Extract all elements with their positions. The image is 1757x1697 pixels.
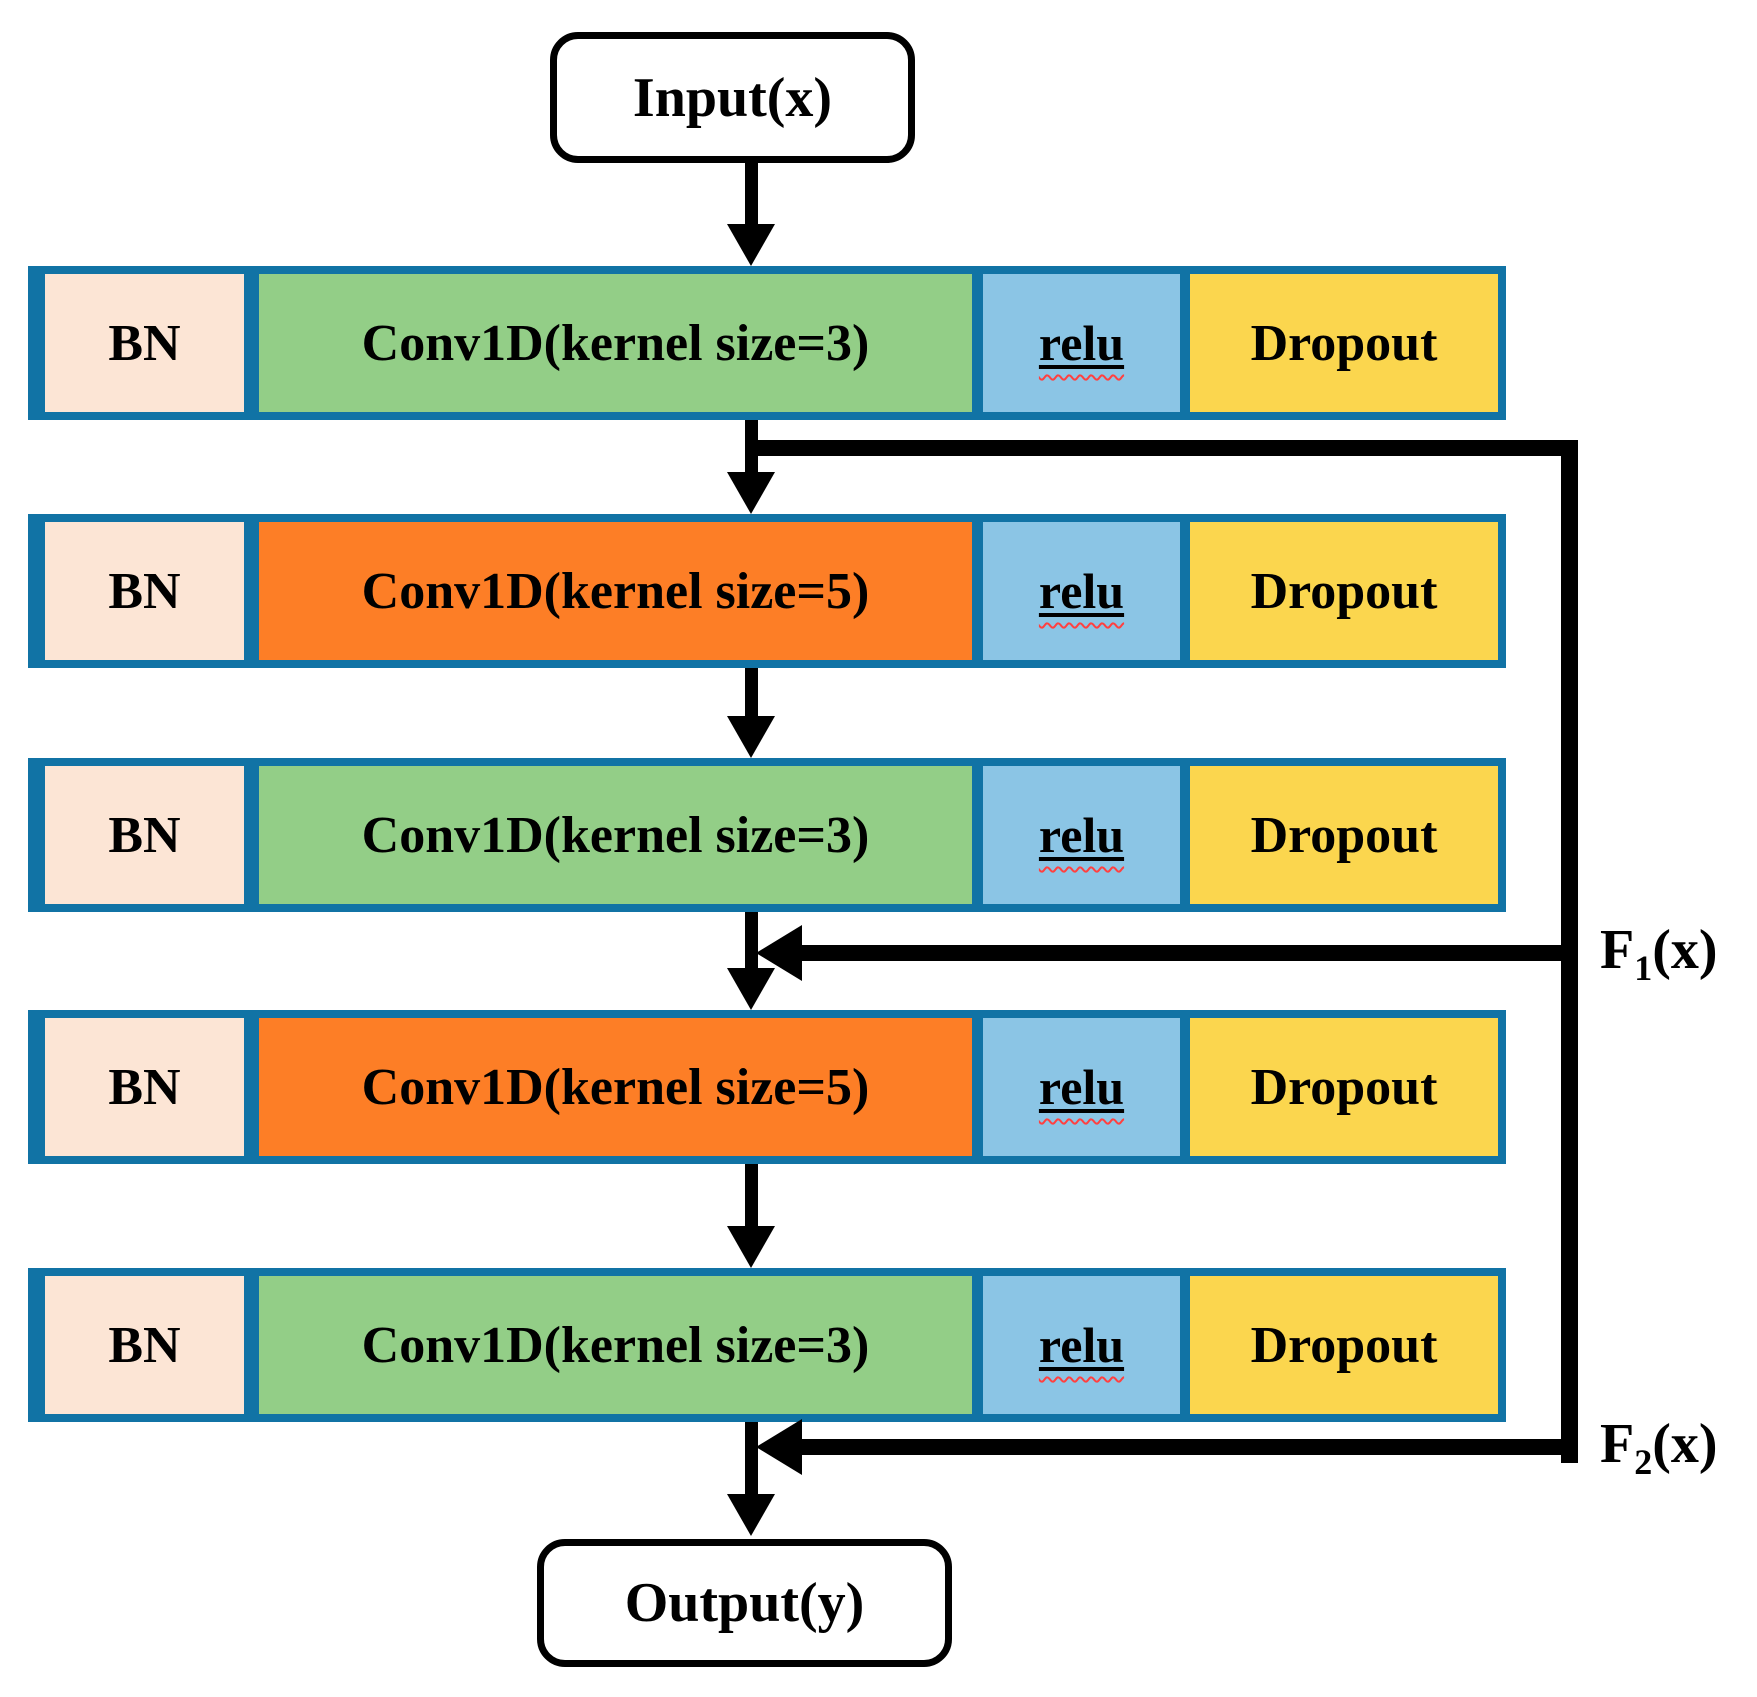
relu-label: relu [1038, 315, 1125, 371]
dropout-label: Dropout [1250, 314, 1438, 372]
relu-cell: relu [983, 274, 1180, 412]
block-row-1: BN Conv1D(kernel size=3) relu Dropout [28, 266, 1506, 420]
arrow-row5-to-output [745, 1422, 758, 1494]
dropout-cell: Dropout [1190, 766, 1498, 904]
conv-label: Conv1D(kernel size=3) [361, 806, 870, 864]
skip2-label: F2(x) [1600, 1413, 1718, 1483]
conv-cell: Conv1D(kernel size=3) [259, 766, 972, 904]
bn-cell: BN [45, 274, 244, 412]
output-node: Output(y) [537, 1539, 952, 1667]
arrowhead-down-icon [727, 472, 775, 514]
skip1-label: F1(x) [1600, 919, 1718, 989]
dropout-cell: Dropout [1190, 1018, 1498, 1156]
dropout-label: Dropout [1250, 562, 1438, 620]
dropout-cell: Dropout [1190, 1276, 1498, 1414]
relu-label: relu [1038, 807, 1125, 863]
arrow-row2-to-row3 [745, 668, 758, 716]
input-node: Input(x) [550, 32, 915, 163]
dropout-label: Dropout [1250, 806, 1438, 864]
arrow-row3-to-row4 [745, 912, 758, 968]
conv-cell: Conv1D(kernel size=3) [259, 1276, 972, 1414]
conv-cell: Conv1D(kernel size=5) [259, 522, 972, 660]
block-row-3: BN Conv1D(kernel size=3) relu Dropout [28, 758, 1506, 912]
bn-label: BN [108, 806, 181, 864]
bn-label: BN [108, 1058, 181, 1116]
conv-cell: Conv1D(kernel size=5) [259, 1018, 972, 1156]
block-row-2: BN Conv1D(kernel size=5) relu Dropout [28, 514, 1506, 668]
relu-cell: relu [983, 522, 1180, 660]
conv-label: Conv1D(kernel size=5) [361, 1058, 870, 1116]
bn-cell: BN [45, 522, 244, 660]
skip2-merge-line [800, 1439, 1578, 1455]
dropout-cell: Dropout [1190, 522, 1498, 660]
bn-cell: BN [45, 1018, 244, 1156]
relu-cell: relu [983, 1018, 1180, 1156]
input-node-label: Input(x) [632, 66, 833, 129]
arrow-input-to-row1 [745, 163, 758, 225]
bn-label: BN [108, 562, 181, 620]
dropout-label: Dropout [1250, 1058, 1438, 1116]
arrowhead-down-icon [727, 1494, 775, 1536]
conv-label: Conv1D(kernel size=5) [361, 562, 870, 620]
relu-cell: relu [983, 1276, 1180, 1414]
relu-label: relu [1038, 563, 1125, 619]
conv-cell: Conv1D(kernel size=3) [259, 274, 972, 412]
dropout-label: Dropout [1250, 1316, 1438, 1374]
block-row-5: BN Conv1D(kernel size=3) relu Dropout [28, 1268, 1506, 1422]
relu-cell: relu [983, 766, 1180, 904]
arrowhead-down-icon [727, 1226, 775, 1268]
skip-rail-line [1561, 440, 1578, 1463]
conv-label: Conv1D(kernel size=3) [361, 314, 870, 372]
relu-label: relu [1038, 1317, 1125, 1373]
bn-cell: BN [45, 1276, 244, 1414]
skip1-branch-line [745, 440, 1578, 456]
bn-cell: BN [45, 766, 244, 904]
arrowhead-down-icon [727, 224, 775, 266]
output-node-label: Output(y) [624, 1572, 865, 1634]
arrowhead-left-icon [756, 925, 802, 981]
bn-label: BN [108, 314, 181, 372]
relu-label: relu [1038, 1059, 1125, 1115]
dropout-cell: Dropout [1190, 274, 1498, 412]
block-row-4: BN Conv1D(kernel size=5) relu Dropout [28, 1010, 1506, 1164]
bn-label: BN [108, 1316, 181, 1374]
arrowhead-down-icon [727, 716, 775, 758]
skip1-merge-line [800, 945, 1578, 961]
arrowhead-left-icon [756, 1419, 802, 1475]
conv-label: Conv1D(kernel size=3) [361, 1316, 870, 1374]
arrow-row4-to-row5 [745, 1164, 758, 1226]
